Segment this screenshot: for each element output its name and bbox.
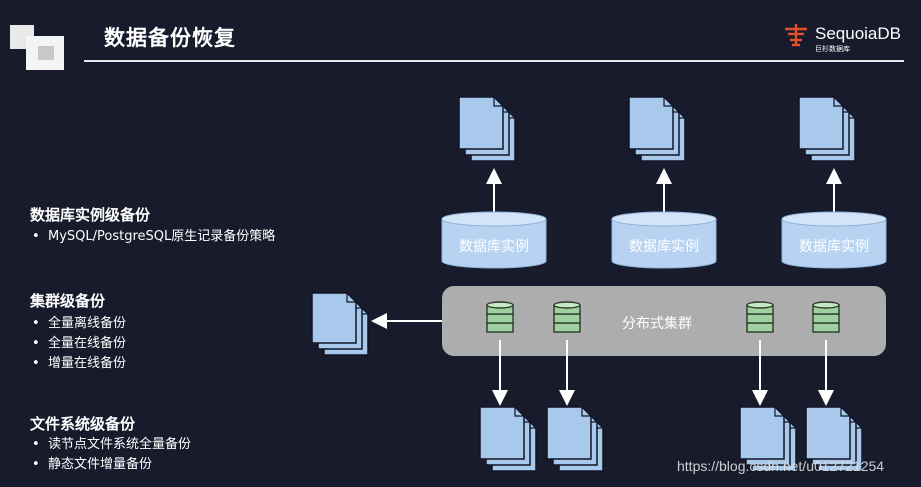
document-stack-icon <box>311 292 369 356</box>
database-cylinder-icon <box>611 211 717 269</box>
db-instance-label: 数据库实例 <box>459 239 529 255</box>
watermark: https://blog.csdn.net/u012721254 <box>677 458 885 474</box>
list-item: 读节点文件系统全量备份 <box>30 435 191 455</box>
database-cylinder-icon <box>441 211 547 269</box>
document-stack-icon <box>546 406 604 472</box>
data-node-icon <box>746 301 774 333</box>
document-stack-icon <box>458 96 516 162</box>
cluster-label: 分布式集群 <box>622 316 692 332</box>
list-item: 全量在线备份 <box>30 334 126 354</box>
document-stack-icon <box>628 96 686 162</box>
list-item: 静态文件增量备份 <box>30 455 191 475</box>
data-node-icon <box>812 301 840 333</box>
list-item: MySQL/PostgreSQL原生记录备份策略 <box>30 227 275 247</box>
logo-name: SequoiaDB <box>815 24 902 43</box>
data-node-icon <box>553 301 581 333</box>
logo-subtitle: 巨杉数据库 <box>815 45 850 53</box>
database-cylinder-icon <box>781 211 887 269</box>
page-title: 数据备份恢复 <box>104 26 236 50</box>
db-instance-label: 数据库实例 <box>799 239 869 255</box>
document-stack-icon <box>479 406 537 472</box>
section-title-cluster-backup: 集群级备份 <box>30 292 106 310</box>
document-stack-icon <box>805 406 863 472</box>
db-instance-label: 数据库实例 <box>629 239 699 255</box>
data-node-icon <box>486 301 514 333</box>
section-list-cluster-backup: 全量离线备份 全量在线备份 增量在线备份 <box>30 314 126 374</box>
distributed-cluster-box <box>442 286 886 356</box>
document-stack-icon <box>798 96 856 162</box>
title-divider <box>84 60 904 62</box>
document-stack-icon <box>739 406 797 472</box>
section-list-filesystem-backup: 读节点文件系统全量备份 静态文件增量备份 <box>30 435 191 475</box>
section-title-filesystem-backup: 文件系统级备份 <box>30 415 136 433</box>
section-list-instance-backup: MySQL/PostgreSQL原生记录备份策略 <box>30 227 275 247</box>
section-title-instance-backup: 数据库实例级备份 <box>30 206 151 224</box>
list-item: 增量在线备份 <box>30 354 126 374</box>
list-item: 全量离线备份 <box>30 314 126 334</box>
decorative-squares <box>0 0 84 84</box>
